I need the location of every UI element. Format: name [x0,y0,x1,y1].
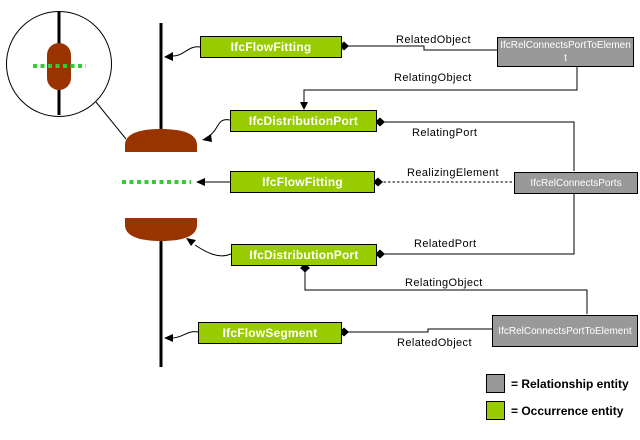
magnifier-circle [6,11,112,117]
legend-item-occurrence: = Occurrence entity [486,401,623,420]
arrow-left-icon [202,134,212,142]
relationship-entity-swatch [486,374,505,393]
diamond-icon [373,177,383,187]
connector-relatedobject-top [348,45,497,51]
relation-label-relatedobject-bottom: RelatedObject [397,337,472,349]
entity-box-ifcrelconnectsporttoelement-bottom: IfcRelConnectsPortToElement [492,315,638,347]
relation-label-relatingport: RelatingPort [412,127,478,139]
entity-box-ifcflowsegment: IfcFlowSegment [198,322,342,344]
fitting-body-bottom [125,218,197,241]
relation-label-relatedobject-top: RelatedObject [396,34,471,46]
entity-box-ifcdistributionport-top: IfcDistributionPort [230,110,377,132]
diamond-icon [375,117,385,127]
entity-box-ifcflowfitting-middle: IfcFlowFitting [230,171,375,193]
pointer-curve-flowsegment [171,331,199,339]
occurrence-entity-swatch [486,401,505,420]
relation-label-relatedport: RelatedPort [414,238,477,250]
diamond-icon [375,249,385,259]
relation-label-relatingobject-top: RelatingObject [394,72,472,84]
legend-label-occurrence: = Occurrence entity [511,403,624,418]
arrow-left-icon [196,178,205,186]
entity-box-ifcflowfitting-top: IfcFlowFitting [200,36,342,58]
pointer-curve-flowfitting-top [170,46,201,57]
entity-box-ifcrelconnectsports: IfcRelConnectsPorts [514,172,638,194]
fitting-body-top [125,129,197,152]
arrow-left-icon [164,52,173,61]
magnifier-pointer-line [95,101,127,140]
relation-label-realizingelement: RealizingElement [407,167,499,179]
connector-relatingport [381,121,575,171]
legend-label-relationship: = Relationship entity [511,376,629,391]
pointer-curve-distributionport-top [208,119,231,137]
connector-relatedobject-bottom [348,328,492,333]
connector-relatingobject-bottom [304,269,588,314]
arrow-left-icon [164,334,173,342]
relation-label-relatingobject-bottom: RelatingObject [405,277,483,289]
connector-relatingobject-top [303,67,578,105]
entity-box-ifcdistributionport-bottom: IfcDistributionPort [231,244,377,266]
legend-item-relationship: = Relationship entity [486,374,629,393]
arrow-left-icon [186,238,196,246]
pointer-curve-distributionport-bottom [194,244,232,257]
arrow-down-icon [300,102,308,110]
entity-box-ifcrelconnectsporttoelement-top: IfcRelConnectsPortToElement [497,37,634,67]
connector-relatedport [381,194,575,255]
